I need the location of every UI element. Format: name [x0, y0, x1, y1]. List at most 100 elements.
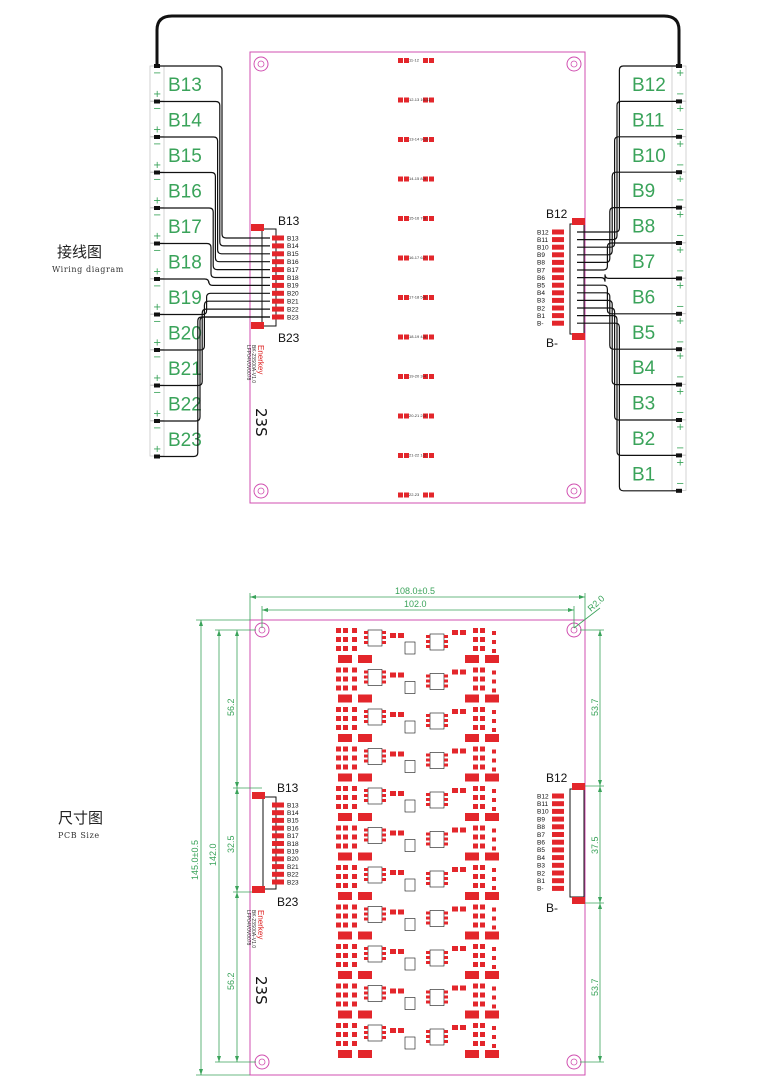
cell-plus-sign: + — [676, 68, 684, 79]
mount-hole — [254, 1054, 270, 1070]
cell-label-b11: B11 — [632, 110, 664, 131]
pin-label: B7 — [537, 832, 545, 839]
pin-label: B15 — [287, 818, 299, 825]
dim-right-top: 53.7 — [590, 698, 600, 716]
battery-cell: −+B17 — [149, 206, 202, 244]
pcb-left-connector-pad-bottom — [252, 886, 265, 893]
connector-pin: B7 — [537, 267, 564, 274]
battery-cell: +−B2 — [632, 418, 687, 456]
cell-minus-sign: − — [676, 231, 684, 242]
balance-channel: 18-19 4-5 — [398, 334, 434, 340]
cell-label-b12: B12 — [632, 75, 666, 96]
left-connector-bottom-label: B23 — [278, 331, 300, 345]
right-connector-pad-bottom — [572, 333, 585, 340]
pcb-caption-sub: PCB Size — [58, 831, 100, 840]
cell-minus-sign: − — [153, 139, 161, 150]
balance-channel: 14-15 8-9 — [398, 176, 434, 182]
left-connector-pad-top — [251, 224, 264, 231]
pin-label: B17 — [287, 833, 299, 840]
sense-wire — [160, 171, 270, 263]
cell-minus-sign: − — [153, 175, 161, 186]
pin-label: B5 — [537, 847, 545, 854]
left-connector-top-label: B13 — [278, 214, 300, 228]
mount-hole — [566, 483, 582, 499]
connector-pin: B1 — [537, 878, 564, 885]
cell-label-b18: B18 — [168, 253, 202, 274]
connector-pin: B23 — [272, 879, 299, 886]
dim-left-top: 56.2 — [226, 698, 236, 716]
connector-pin: B7 — [537, 832, 564, 839]
battery-cell: +−B6 — [632, 276, 687, 314]
connector-pin: B6 — [537, 275, 564, 282]
pin-label: B13 — [287, 802, 299, 809]
battery-cell: −+B21 — [149, 348, 202, 386]
cell-minus-sign: − — [153, 352, 161, 363]
balance-channel: 16-17 6-7 — [398, 255, 434, 261]
balance-cell-block — [336, 667, 499, 703]
balance-label: 21-22 1-2 — [409, 453, 427, 458]
wiring-model-line2: LFP04V0V0078 — [245, 345, 251, 381]
cell-label-b10: B10 — [632, 146, 666, 167]
pcb-right-connector-bottom-label: B- — [546, 901, 558, 915]
balance-label: 22-23 — [409, 492, 420, 497]
cell-minus-sign: − — [676, 160, 684, 171]
connector-pin: B11 — [537, 801, 564, 808]
balance-label: 14-15 8-9 — [409, 176, 427, 181]
battery-cell: +−B9 — [632, 170, 687, 208]
cell-label-b8: B8 — [632, 217, 655, 238]
pin-label: B- — [537, 321, 544, 328]
battery-cell: −+B19 — [149, 277, 202, 315]
pin-label: B10 — [537, 245, 549, 252]
connector-pin: B12 — [537, 793, 564, 800]
right-connector-body — [569, 223, 585, 335]
balance-cell-block — [336, 904, 499, 940]
wiring-series-count: 23S — [252, 408, 270, 437]
cell-label-b4: B4 — [632, 358, 656, 379]
balance-label: 15-16 7-8 — [409, 216, 427, 221]
wiring-diagram: −+B13−+B14−+B15−+B16−+B17−+B18−+B19−+B20… — [52, 14, 687, 504]
connector-pin: B14 — [272, 810, 299, 817]
pin-label: B5 — [537, 283, 545, 290]
pin-label: B8 — [537, 260, 545, 267]
battery-cell: +−B4 — [632, 347, 687, 385]
connector-pin: B22 — [272, 306, 299, 313]
connector-pin: B2 — [537, 305, 564, 312]
connector-pin: B5 — [537, 847, 564, 854]
cell-minus-sign: − — [676, 408, 684, 419]
mount-hole — [566, 1054, 582, 1070]
balance-channel: 15-16 7-8 — [398, 216, 434, 221]
cell-plus-sign: + — [153, 160, 161, 171]
balance-channel: 12-13 10-11 — [398, 97, 434, 103]
cell-plus-sign: + — [153, 409, 161, 420]
battery-cell: +−B7 — [632, 241, 687, 279]
cell-plus-sign: + — [676, 457, 684, 468]
dimension-arrows — [199, 595, 602, 1075]
connector-pin: B- — [537, 886, 564, 893]
pin-label: B3 — [537, 298, 545, 305]
sense-wire — [577, 292, 676, 350]
balance-cell-block — [336, 825, 499, 861]
pcb-left-connector-pad-top — [252, 792, 265, 799]
battery-cell: +−B11 — [632, 99, 687, 137]
pcb-model-line1: BK-23S00A-V1.0 — [250, 910, 256, 948]
connector-pin: B22 — [272, 872, 299, 879]
connector-pin: B4 — [537, 855, 564, 862]
pcb-left-connector-bottom-label: B23 — [277, 895, 299, 909]
connector-pin: B2 — [537, 870, 564, 877]
connector-pin: B14 — [272, 243, 299, 250]
left-connector-pad-bottom — [251, 322, 264, 329]
pin-label: B8 — [537, 824, 545, 831]
connector-pin: B6 — [537, 840, 564, 847]
balance-cell-block — [336, 944, 499, 979]
connector-pin: B17 — [272, 833, 299, 840]
pcb-brand: Enerkey — [256, 910, 265, 939]
balance-channel: 22-23 — [398, 492, 434, 498]
pcb-right-connector-pad-top — [572, 783, 585, 790]
pin-label: B14 — [287, 243, 299, 250]
pin-label: B2 — [537, 305, 545, 312]
dim-outer-height: 145.0±0.5 — [190, 840, 200, 880]
cell-minus-sign: − — [676, 89, 684, 100]
cell-label-b20: B20 — [168, 324, 202, 345]
pcb-right-connector-body — [569, 788, 585, 898]
